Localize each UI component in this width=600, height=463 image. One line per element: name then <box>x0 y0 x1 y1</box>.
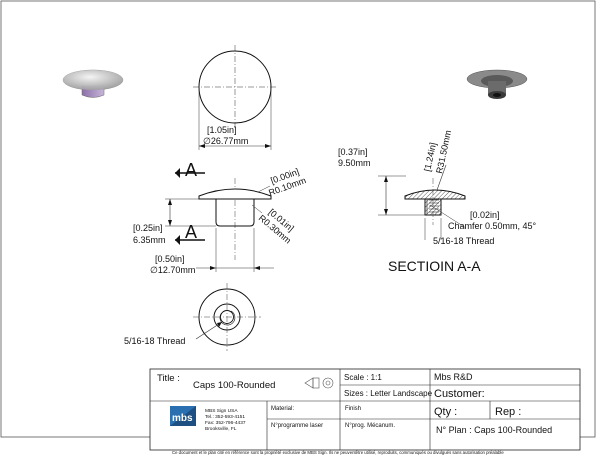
chamfer-in: [0.02in] <box>470 210 500 220</box>
mech-program: N°prog. Mécanum. <box>345 423 395 429</box>
section-view <box>378 164 467 240</box>
logo-text: mbs <box>172 413 193 424</box>
address-line-1: MBS Sign USA <box>205 408 238 414</box>
cap-3d-bottom-view <box>466 69 528 99</box>
title-value: Caps 100-Rounded <box>193 380 275 391</box>
dome-radius-mm: R31.50mm <box>434 129 453 174</box>
front-view <box>193 45 277 150</box>
section-thread: 5/16-18 Thread <box>433 236 494 246</box>
sizes: Sizes : Letter Landscape <box>344 389 433 398</box>
bottom-view <box>193 283 261 351</box>
height-mm: 6.35mm <box>133 235 166 245</box>
title-block <box>149 368 581 451</box>
section-thickness-mm: 9.50mm <box>338 158 371 168</box>
logo-mbs: mbs <box>170 406 196 426</box>
section-title: SECTIOIN A-A <box>388 258 481 274</box>
qty: Qty : <box>434 406 457 418</box>
address-line-2: Tel.: 352-593-4151 <box>205 414 245 420</box>
section-thickness-in: [0.37in] <box>338 147 368 157</box>
scale: Scale : 1:1 <box>344 373 382 382</box>
laser-program: N°programme laser <box>271 423 323 429</box>
title-label: Title : <box>157 373 180 384</box>
bottom-thread: 5/16-18 Thread <box>124 336 185 346</box>
rep: Rep : <box>495 406 521 418</box>
front-diameter-mm: ∅26.77mm <box>203 136 248 146</box>
stem-dia-in: [0.50in] <box>155 254 185 264</box>
section-mark-bottom: A <box>185 222 197 242</box>
front-diameter-in: [1.05in] <box>207 125 237 135</box>
material: Material: <box>271 406 294 412</box>
address-line-3: Fax: 352-796-4437 <box>205 420 246 426</box>
height-in: [0.25in] <box>133 223 163 233</box>
chamfer-mm: Chamfer 0.50mm, 45° <box>448 221 537 231</box>
section-mark-top: A <box>185 160 197 180</box>
company: Mbs R&D <box>434 372 473 382</box>
address-line-4: Brooksville, FL <box>205 426 237 432</box>
stem-dia-mm: ∅12.70mm <box>150 265 195 275</box>
finish: Finish <box>345 406 361 412</box>
plan-number: N° Plan : Caps 100-Rounded <box>436 425 552 435</box>
customer: Customer: <box>434 388 485 400</box>
side-view <box>165 168 274 272</box>
cap-3d-top-view <box>62 69 124 98</box>
footer-note: Ce document et le plan cité en référence… <box>172 450 504 455</box>
